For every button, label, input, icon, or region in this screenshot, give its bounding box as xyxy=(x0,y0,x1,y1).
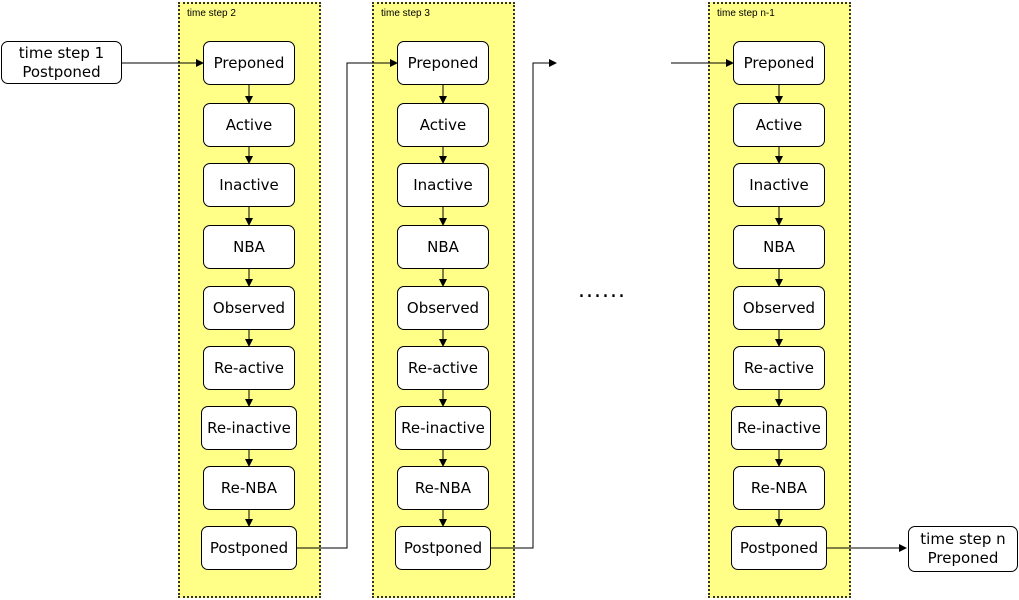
stage-re-nba-node: Re-NBA xyxy=(733,466,825,510)
stage-re-inactive-node: Re-inactive xyxy=(395,406,491,450)
time-step-1-postponed-node: time step 1 Postponed xyxy=(1,41,122,84)
transition-arrow xyxy=(297,59,398,549)
column-label: time step 2 xyxy=(187,8,236,19)
stage-observed-node: Observed xyxy=(397,286,489,330)
stage-nba-node: NBA xyxy=(397,225,489,269)
stage-inactive-node: Inactive xyxy=(733,163,825,207)
stage-re-active-node: Re-active xyxy=(733,346,825,390)
stage-inactive-node: Inactive xyxy=(397,163,489,207)
start-node-line1: time step 1 xyxy=(18,43,105,62)
stage-inactive-node: Inactive xyxy=(203,163,295,207)
stage-active-node: Active xyxy=(397,103,489,147)
stage-active-node: Active xyxy=(733,103,825,147)
ellipsis: ...... xyxy=(578,278,626,303)
start-node-line2: Postponed xyxy=(22,62,101,81)
stage-re-nba-node: Re-NBA xyxy=(397,466,489,510)
stage-preponed-node: Preponed xyxy=(733,41,825,85)
end-node-line1: time step n xyxy=(920,530,1006,548)
time-step-n-preponed-node: time step n Preponed xyxy=(908,526,1018,572)
stage-postponed-node: Postponed xyxy=(395,526,491,570)
stage-re-nba-node: Re-NBA xyxy=(203,466,295,510)
stage-preponed-node: Preponed xyxy=(203,41,295,85)
end-node-line2: Preponed xyxy=(927,549,999,567)
column-label: time step n-1 xyxy=(717,8,775,19)
stage-postponed-node: Postponed xyxy=(731,526,827,570)
stage-re-active-node: Re-active xyxy=(397,346,489,390)
column-label: time step 3 xyxy=(381,8,430,19)
stage-nba-node: NBA xyxy=(203,225,295,269)
transition-arrow xyxy=(491,59,557,549)
stage-nba-node: NBA xyxy=(733,225,825,269)
stage-observed-node: Observed xyxy=(203,286,295,330)
stage-re-inactive-node: Re-inactive xyxy=(201,406,297,450)
stage-observed-node: Observed xyxy=(733,286,825,330)
stage-preponed-node: Preponed xyxy=(397,41,489,85)
stage-active-node: Active xyxy=(203,103,295,147)
stage-re-active-node: Re-active xyxy=(203,346,295,390)
stage-postponed-node: Postponed xyxy=(201,526,297,570)
stage-re-inactive-node: Re-inactive xyxy=(731,406,827,450)
